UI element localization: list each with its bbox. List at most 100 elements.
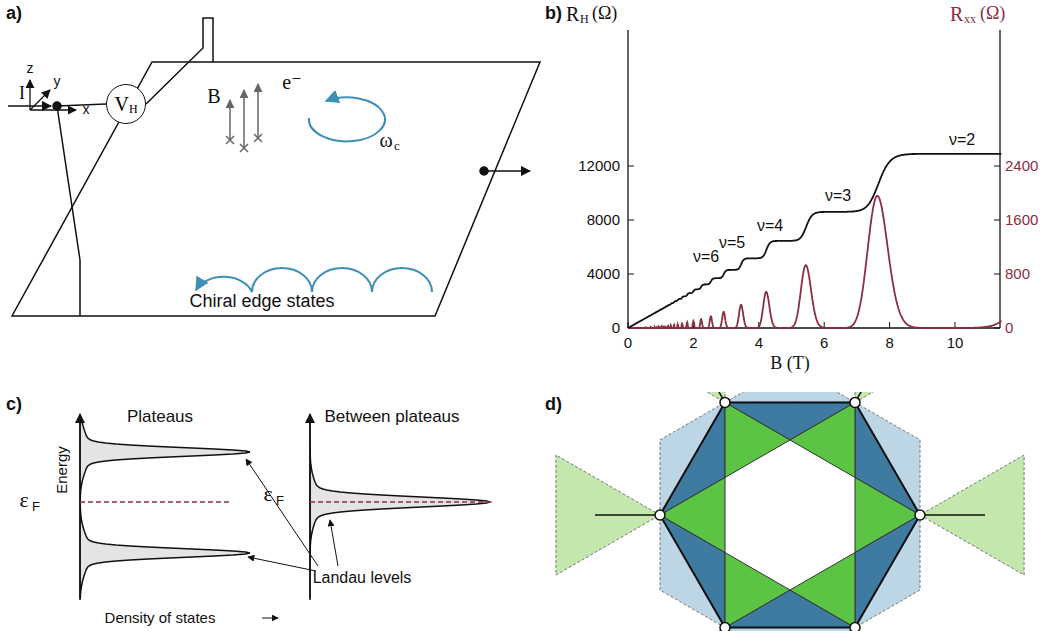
caption-label: Chiral edge states <box>189 292 334 312</box>
outer-triangle <box>725 628 855 631</box>
bond <box>920 514 985 516</box>
axis-title: B (T) <box>770 354 810 374</box>
leader-line <box>246 459 318 566</box>
bond <box>725 627 855 629</box>
frequency-label: ω <box>379 129 392 151</box>
leader-line <box>248 557 316 571</box>
plateau-label: ν=4 <box>757 217 783 235</box>
blue-triangle <box>855 515 920 628</box>
axis-title: R <box>566 3 579 25</box>
axis-title: R <box>950 3 963 25</box>
landau-level <box>80 420 250 598</box>
panel-letter: c) <box>6 395 22 415</box>
bond <box>660 402 725 515</box>
tick <box>628 274 634 275</box>
lattice-site <box>850 623 860 631</box>
callout-label: Landau levels <box>313 569 412 587</box>
tick <box>994 220 1000 221</box>
axis-name: z <box>27 61 34 76</box>
tick <box>994 328 1000 329</box>
current-label: I <box>19 84 25 104</box>
tick-label: 0 <box>1005 320 1013 337</box>
green-triangle <box>790 553 855 628</box>
hall-bar <box>12 18 540 316</box>
tick <box>994 166 1000 167</box>
electron-orbits <box>196 97 432 292</box>
tick-label: 10 <box>947 335 964 352</box>
outer-triangle <box>621 628 725 631</box>
electron-label: e⁻ <box>282 71 301 93</box>
lattice-site <box>915 510 925 520</box>
tick <box>628 220 634 221</box>
subscript: H <box>580 13 589 26</box>
axis-title: Energy <box>54 446 71 494</box>
tick-label: 6 <box>820 335 828 352</box>
subscript: xx <box>964 13 976 26</box>
panel-letter: d) <box>545 395 562 415</box>
bond <box>855 402 920 515</box>
tick-label: 8 <box>885 335 893 352</box>
plateau-label: ν=2 <box>949 131 975 149</box>
panel-letter: b) <box>545 4 562 24</box>
outer-triangle <box>621 392 725 402</box>
tick-label: 800 <box>1005 266 1030 283</box>
outer-triangle <box>725 392 855 402</box>
lattice-site <box>655 510 665 520</box>
outer-triangle <box>920 455 1024 575</box>
lattice-site <box>720 397 730 407</box>
tick-label: 12000 <box>578 158 620 175</box>
subscript: F <box>276 494 284 508</box>
tick-label: 2400 <box>1005 158 1038 175</box>
rxx-curve <box>628 196 1001 328</box>
subscript: F <box>32 500 40 514</box>
voltmeter-circle: VH <box>106 84 146 124</box>
panel-letter: a) <box>6 4 22 24</box>
plateau-label: ν=6 <box>693 248 719 266</box>
tick-label: 0 <box>612 320 620 337</box>
tick-label: 1600 <box>1005 212 1038 229</box>
node-text: V <box>114 93 128 116</box>
axis-name: x <box>83 102 90 117</box>
axis-title: Density of states <box>105 610 216 627</box>
outer-triangle <box>855 392 959 402</box>
lattice <box>556 392 1024 631</box>
current-leads <box>8 102 530 175</box>
outer-triangle <box>556 455 660 575</box>
tick-label: 4000 <box>587 266 620 283</box>
panel-heading: Between plateaus <box>324 408 459 427</box>
lattice-site <box>720 623 730 631</box>
axis-arrow <box>262 618 278 619</box>
bond <box>595 514 660 516</box>
outer-triangle <box>855 628 959 631</box>
axis <box>999 30 1000 328</box>
tick <box>628 166 634 167</box>
rh-curve <box>628 154 1001 328</box>
axis-unit: (Ω) <box>592 4 617 24</box>
fermi-line <box>80 501 232 503</box>
axis <box>627 30 628 328</box>
hall-plot <box>628 30 1001 328</box>
axis-name: y <box>54 74 61 89</box>
subscript: H <box>129 102 138 117</box>
fermi-line <box>310 501 490 503</box>
plateau-label: ν=5 <box>719 234 745 252</box>
panel-heading: Plateaus <box>127 408 193 427</box>
field-label: B <box>207 85 220 107</box>
tick-label: 8000 <box>587 212 620 229</box>
density-plot <box>80 414 490 618</box>
axis <box>79 414 81 600</box>
axis <box>309 414 311 600</box>
field-arrows <box>226 84 262 152</box>
green-triangle <box>725 402 790 477</box>
landau-level <box>310 420 490 598</box>
tick <box>994 274 1000 275</box>
axis-unit: (Ω) <box>980 4 1005 24</box>
green-triangle <box>790 402 855 477</box>
fermi-label: ε <box>19 488 28 512</box>
bond <box>855 515 920 628</box>
tick <box>889 322 890 328</box>
green-triangle <box>660 478 725 553</box>
tick-label: 0 <box>624 335 632 352</box>
